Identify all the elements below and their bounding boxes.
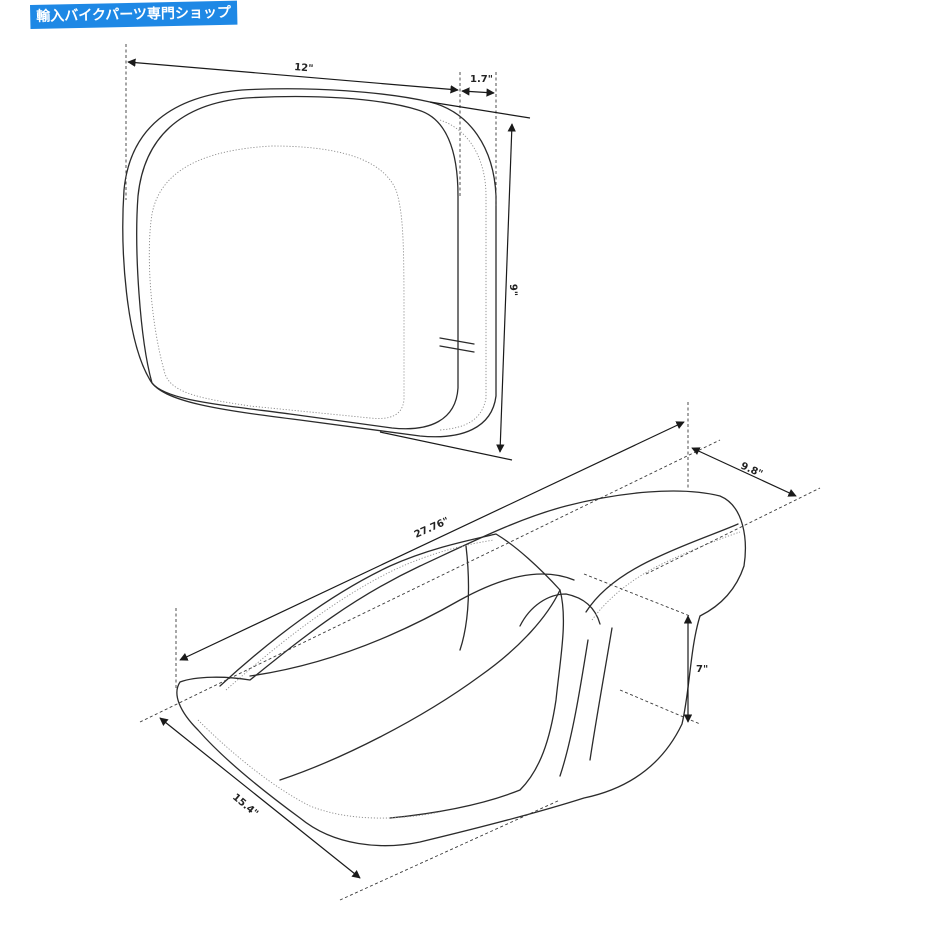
backrest-pad-illustration <box>122 88 497 438</box>
seat-length-label: 27.76" <box>413 516 451 541</box>
seat-illustration <box>176 490 746 847</box>
seat-dimensions <box>139 402 821 901</box>
seat-front-width-label: 15.4" <box>230 792 260 820</box>
seat-rear-width-label: 9.8" <box>739 461 764 480</box>
backrest-dimensions <box>125 44 531 461</box>
seat-height-label: 7" <box>696 664 708 675</box>
backrest-width-label: 12" <box>294 62 314 75</box>
backrest-height-label: 9" <box>507 284 518 297</box>
backrest-depth-label: 1.7" <box>470 74 493 85</box>
